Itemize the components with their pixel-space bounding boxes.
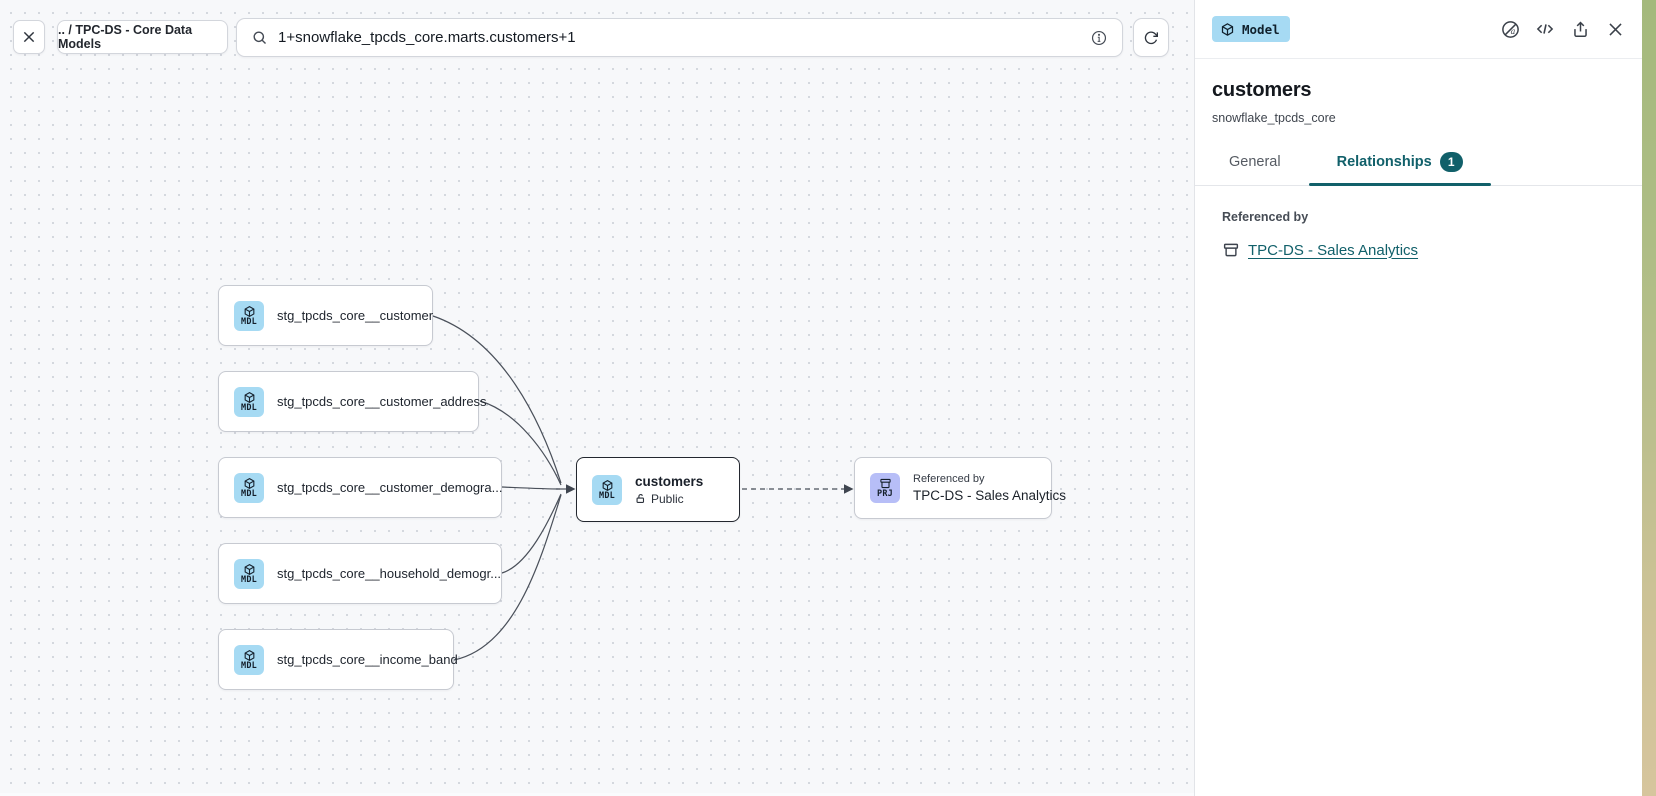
node-label: stg_tpcds_core__customer [277,308,434,323]
cube-icon [244,391,254,403]
unlock-icon [636,494,645,503]
code-icon[interactable] [1534,18,1556,40]
tab-relationships[interactable]: Relationships 1 [1308,138,1491,186]
search-input[interactable] [278,29,1080,46]
tab-general[interactable]: General [1229,153,1281,170]
archive-icon [879,478,891,489]
breadcrumb[interactable]: .. / TPC-DS - Core Data Models [57,20,228,54]
cube-icon [602,479,612,491]
refresh-icon [1144,30,1158,44]
share-icon[interactable] [1569,18,1591,40]
close-icon [23,31,35,43]
search-icon [253,31,267,45]
model-chip: MDL [234,386,264,417]
node-label: stg_tpcds_core__household_demogr... [277,566,502,581]
details-panel: Model a customers snowflake_tpcds_core G… [1194,0,1642,796]
cube-icon [244,563,254,575]
node-label: stg_tpcds_core__income_band [277,652,458,667]
model-chip: MDL [234,558,264,589]
cube-icon [1221,22,1234,36]
referenced-by-label: Referenced by [1222,210,1309,224]
access-label: Public [651,491,684,506]
lineage-node-project-sales-analytics[interactable]: PRJ Referenced by TPC-DS - Sales Analyti… [854,457,1066,519]
model-chip: MDL [234,300,264,331]
lineage-search-bar[interactable] [236,18,1123,57]
page-title: customers [1212,79,1312,101]
node-name: TPC-DS - Sales Analytics [913,488,1067,503]
node-title: customers [635,473,704,489]
relationships-count-badge: 1 [1439,151,1463,172]
lens-icon[interactable]: a [1499,18,1521,40]
close-lineage-button[interactable] [13,20,45,54]
lineage-node-stg-customer-demographics[interactable]: MDL stg_tpcds_core__customer_demogra... [218,457,502,518]
node-label: stg_tpcds_core__customer_demogra... [277,480,503,495]
cube-icon [244,305,254,317]
close-panel-icon[interactable] [1604,18,1626,40]
project-subtitle: snowflake_tpcds_core [1212,111,1336,125]
lineage-node-stg-income-band[interactable]: MDL stg_tpcds_core__income_band [218,629,458,690]
details-panel-header: Model a [1195,0,1642,59]
details-tabs: General Relationships 1 [1195,138,1642,186]
desktop-wallpaper-strip [1642,0,1656,796]
cube-icon [244,649,254,661]
cube-icon [244,477,254,489]
lineage-node-customers-selected[interactable]: MDL customers Public [576,457,740,522]
model-chip: MDL [234,472,264,503]
info-icon[interactable] [1090,29,1108,47]
node-label: stg_tpcds_core__customer_address [277,394,487,409]
lineage-node-stg-customer-address[interactable]: MDL stg_tpcds_core__customer_address [218,371,487,432]
reference-link-sales-analytics[interactable]: TPC-DS - Sales Analytics [1222,241,1418,259]
lineage-node-stg-customer[interactable]: MDL stg_tpcds_core__customer [218,285,433,346]
svg-text:a: a [1510,26,1515,35]
model-chip: MDL [592,474,622,505]
lineage-node-stg-household-demographics[interactable]: MDL stg_tpcds_core__household_demogr... [218,543,502,604]
project-chip: PRJ [870,473,900,503]
canvas-bottom-edge [0,793,1642,796]
archive-icon [1223,243,1239,257]
node-kicker: Referenced by [913,473,985,485]
refresh-lineage-button[interactable] [1133,18,1169,57]
resource-type-badge: Model [1212,16,1290,42]
model-chip: MDL [234,644,264,675]
